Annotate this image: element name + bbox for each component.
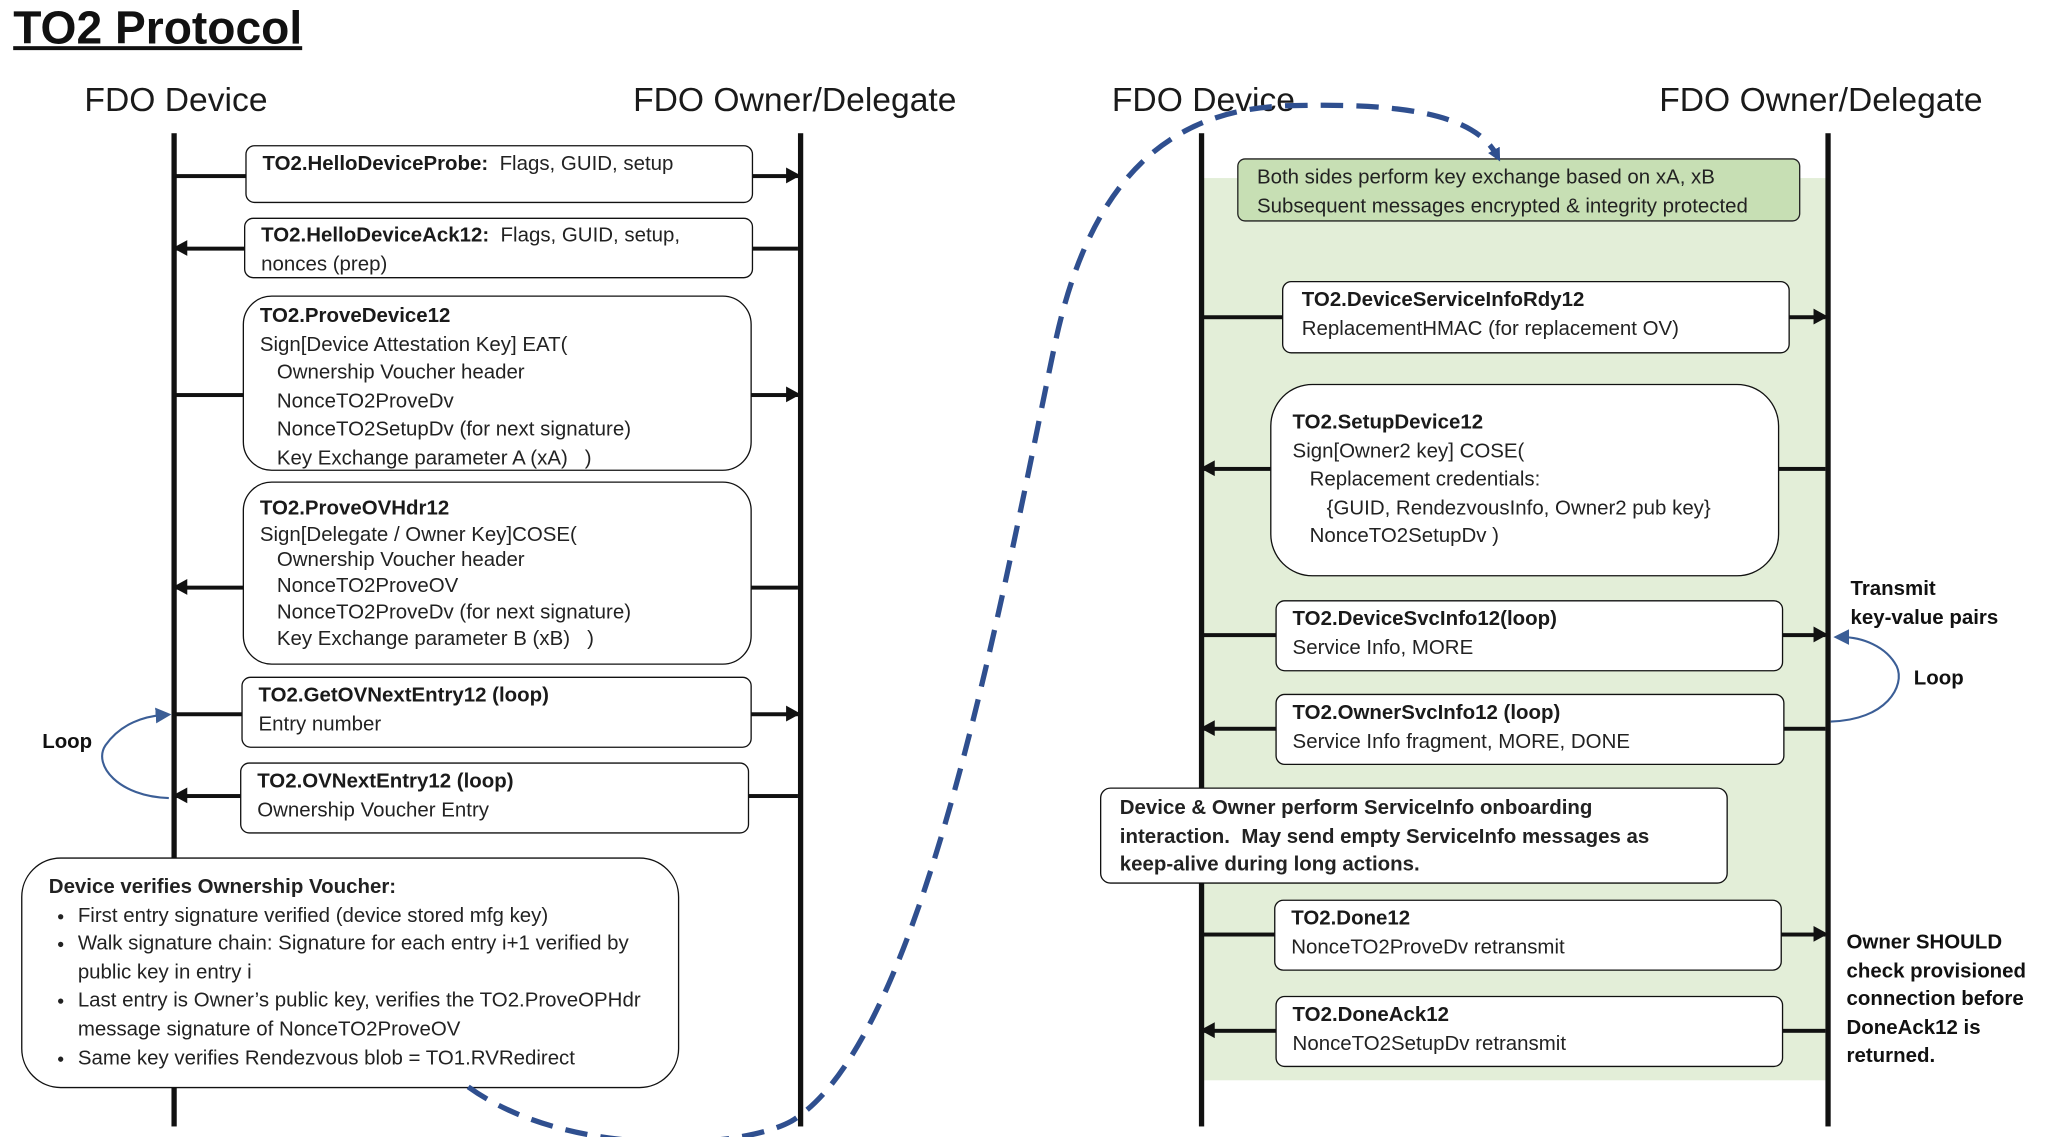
verify-bullet: Walk signature chain: Signature for each… (78, 930, 652, 987)
message-hello-device-probe: TO2.HelloDeviceProbe: Flags, GUID, setup (245, 145, 754, 204)
message-line: Service Info, MORE (1292, 636, 1474, 659)
message-line: Flags, GUID, setup, (500, 224, 681, 247)
message-name: TO2.SetupDevice12 (1292, 411, 1484, 434)
owner-should-note: Owner SHOULD check provisioned connectio… (1847, 929, 2027, 1071)
message-line: Ownership Voucher header (259, 361, 525, 385)
lifeline-right-device (1198, 133, 1204, 1127)
owner-note-line: DoneAck12 is (1846, 1016, 1981, 1040)
message-prove-device: TO2.ProveDevice12 Sign[Device Attestatio… (242, 295, 752, 471)
verify-bullet: First entry signature verified (device s… (78, 902, 652, 930)
message-device-svc-info: TO2.DeviceSvcInfo12(loop) Service Info, … (1275, 600, 1784, 672)
message-name: TO2.OwnerSvcInfo12 (loop) (1292, 701, 1561, 725)
message-done: TO2.Done12 NonceTO2ProveDv retransmit (1274, 899, 1782, 971)
message-line: Replacement credentials: (1292, 468, 1541, 491)
header-left-owner: FDO Owner/Delegate (633, 81, 957, 119)
header-right-device: FDO Device (1111, 81, 1296, 119)
message-line: Ownership Voucher Entry (257, 798, 490, 822)
message-line: NonceTO2ProveDv (259, 390, 454, 413)
message-name: TO2.ProveOVHdr12 (259, 497, 450, 520)
transmit-label-line: key-value pairs (1850, 606, 1999, 629)
message-setup-device: TO2.SetupDevice12 Sign[Owner2 key] COSE(… (1270, 383, 1780, 577)
verify-bullet: Same key verifies Rendezvous blob = TO1.… (78, 1044, 652, 1072)
message-name: TO2.DeviceSvcInfo12(loop) (1292, 608, 1557, 631)
message-owner-svc-info: TO2.OwnerSvcInfo12 (loop) Service Info f… (1275, 693, 1785, 766)
message-line: NonceTO2SetupDv (for next signature) (259, 418, 632, 442)
transmit-label-line: Transmit (1850, 577, 1936, 601)
loop-label-left: Loop (42, 730, 93, 754)
message-line: Flags, GUID, setup (499, 153, 674, 176)
loop-label-right: Loop (1913, 667, 1964, 690)
transmit-key-value-label: Transmit key-value pairs (1850, 575, 1998, 632)
message-prove-ovhdr: TO2.ProveOVHdr12 Sign[Delegate / Owner K… (242, 481, 752, 665)
serviceinfo-onboarding-note: Device & Owner perform ServiceInfo onboa… (1099, 787, 1728, 884)
lifeline-left-device (171, 133, 177, 1127)
loop-arc-right (1830, 629, 1900, 723)
header-left-device: FDO Device (84, 81, 268, 119)
key-exchange-note: Both sides perform key exchange based on… (1237, 158, 1801, 222)
serviceinfo-note-line: keep-alive during long actions. (1119, 853, 1420, 877)
message-line: {GUID, RendezvousInfo, Owner2 pub key} (1292, 496, 1711, 520)
message-name: TO2.DoneAck12 (1292, 1003, 1449, 1027)
message-line: Sign[Delegate / Owner Key]COSE( (259, 523, 577, 546)
lifeline-left-owner (797, 133, 803, 1127)
message-line: Service Info fragment, MORE, DONE (1292, 730, 1630, 753)
owner-note-line: Owner SHOULD (1846, 931, 2003, 954)
message-line: NonceTO2ProveOV (259, 575, 459, 598)
owner-note-line: returned. (1846, 1045, 1936, 1068)
message-line: NonceTO2SetupDv retransmit (1292, 1032, 1567, 1055)
message-line: Sign[Device Attestation Key] EAT( (259, 333, 568, 356)
message-line: nonces (prep) (261, 252, 388, 276)
message-get-ov-next-entry: TO2.GetOVNextEntry12 (loop) Entry number (241, 676, 752, 748)
message-device-service-info-rdy: TO2.DeviceServiceInfoRdy12 ReplacementHM… (1282, 280, 1790, 354)
message-name: TO2.OVNextEntry12 (loop) (257, 770, 514, 793)
message-line: Key Exchange parameter A (xA) ) (259, 447, 592, 470)
message-line: ReplacementHMAC (for replacement OV) (1301, 317, 1680, 340)
message-line: Ownership Voucher header (259, 549, 525, 572)
message-name: TO2.ProveDevice12 (259, 304, 451, 328)
message-line: Sign[Owner2 key] COSE( (1292, 440, 1525, 463)
message-name: TO2.GetOVNextEntry12 (loop) (258, 684, 549, 708)
message-line: Entry number (258, 713, 382, 736)
owner-note-line: connection before (1846, 988, 2024, 1011)
owner-note-line: check provisioned (1846, 959, 2027, 983)
message-name: TO2.DeviceServiceInfoRdy12 (1301, 288, 1585, 312)
key-exchange-line: Subsequent messages encrypted & integrit… (1256, 194, 1748, 218)
message-hello-device-ack: TO2.HelloDeviceAck12: Flags, GUID, setup… (244, 217, 754, 279)
loop-arc-left (101, 707, 172, 800)
verify-bullet: Last entry is Owner’s public key, verifi… (78, 987, 652, 1044)
serviceinfo-note-line: Device & Owner perform ServiceInfo onboa… (1119, 796, 1593, 820)
message-line: Key Exchange parameter B (xB) ) (259, 627, 594, 650)
message-line: NonceTO2SetupDv ) (1292, 525, 1499, 548)
verify-heading: Device verifies Ownership Voucher: (48, 875, 397, 899)
header-right-owner: FDO Owner/Delegate (1659, 81, 1983, 119)
key-exchange-line: Both sides perform key exchange based on… (1256, 166, 1715, 189)
serviceinfo-note-line: interaction. May send empty ServiceInfo … (1119, 825, 1650, 848)
message-done-ack: TO2.DoneAck12 NonceTO2SetupDv retransmit (1275, 995, 1784, 1068)
message-name: TO2.HelloDeviceAck12: (261, 224, 490, 247)
message-name: TO2.Done12 (1291, 907, 1411, 930)
verify-bullet-list: First entry signature verified (device s… (49, 902, 652, 1073)
message-name: TO2.HelloDeviceProbe: (262, 153, 489, 176)
message-line: NonceTO2ProveDv (for next signature) (259, 601, 632, 624)
message-ov-next-entry: TO2.OVNextEntry12 (loop) Ownership Vouch… (240, 762, 750, 834)
ownership-voucher-verification-note: Device verifies Ownership Voucher: First… (21, 857, 680, 1089)
page-title: TO2 Protocol (13, 2, 303, 55)
message-line: NonceTO2ProveDv retransmit (1291, 935, 1565, 959)
